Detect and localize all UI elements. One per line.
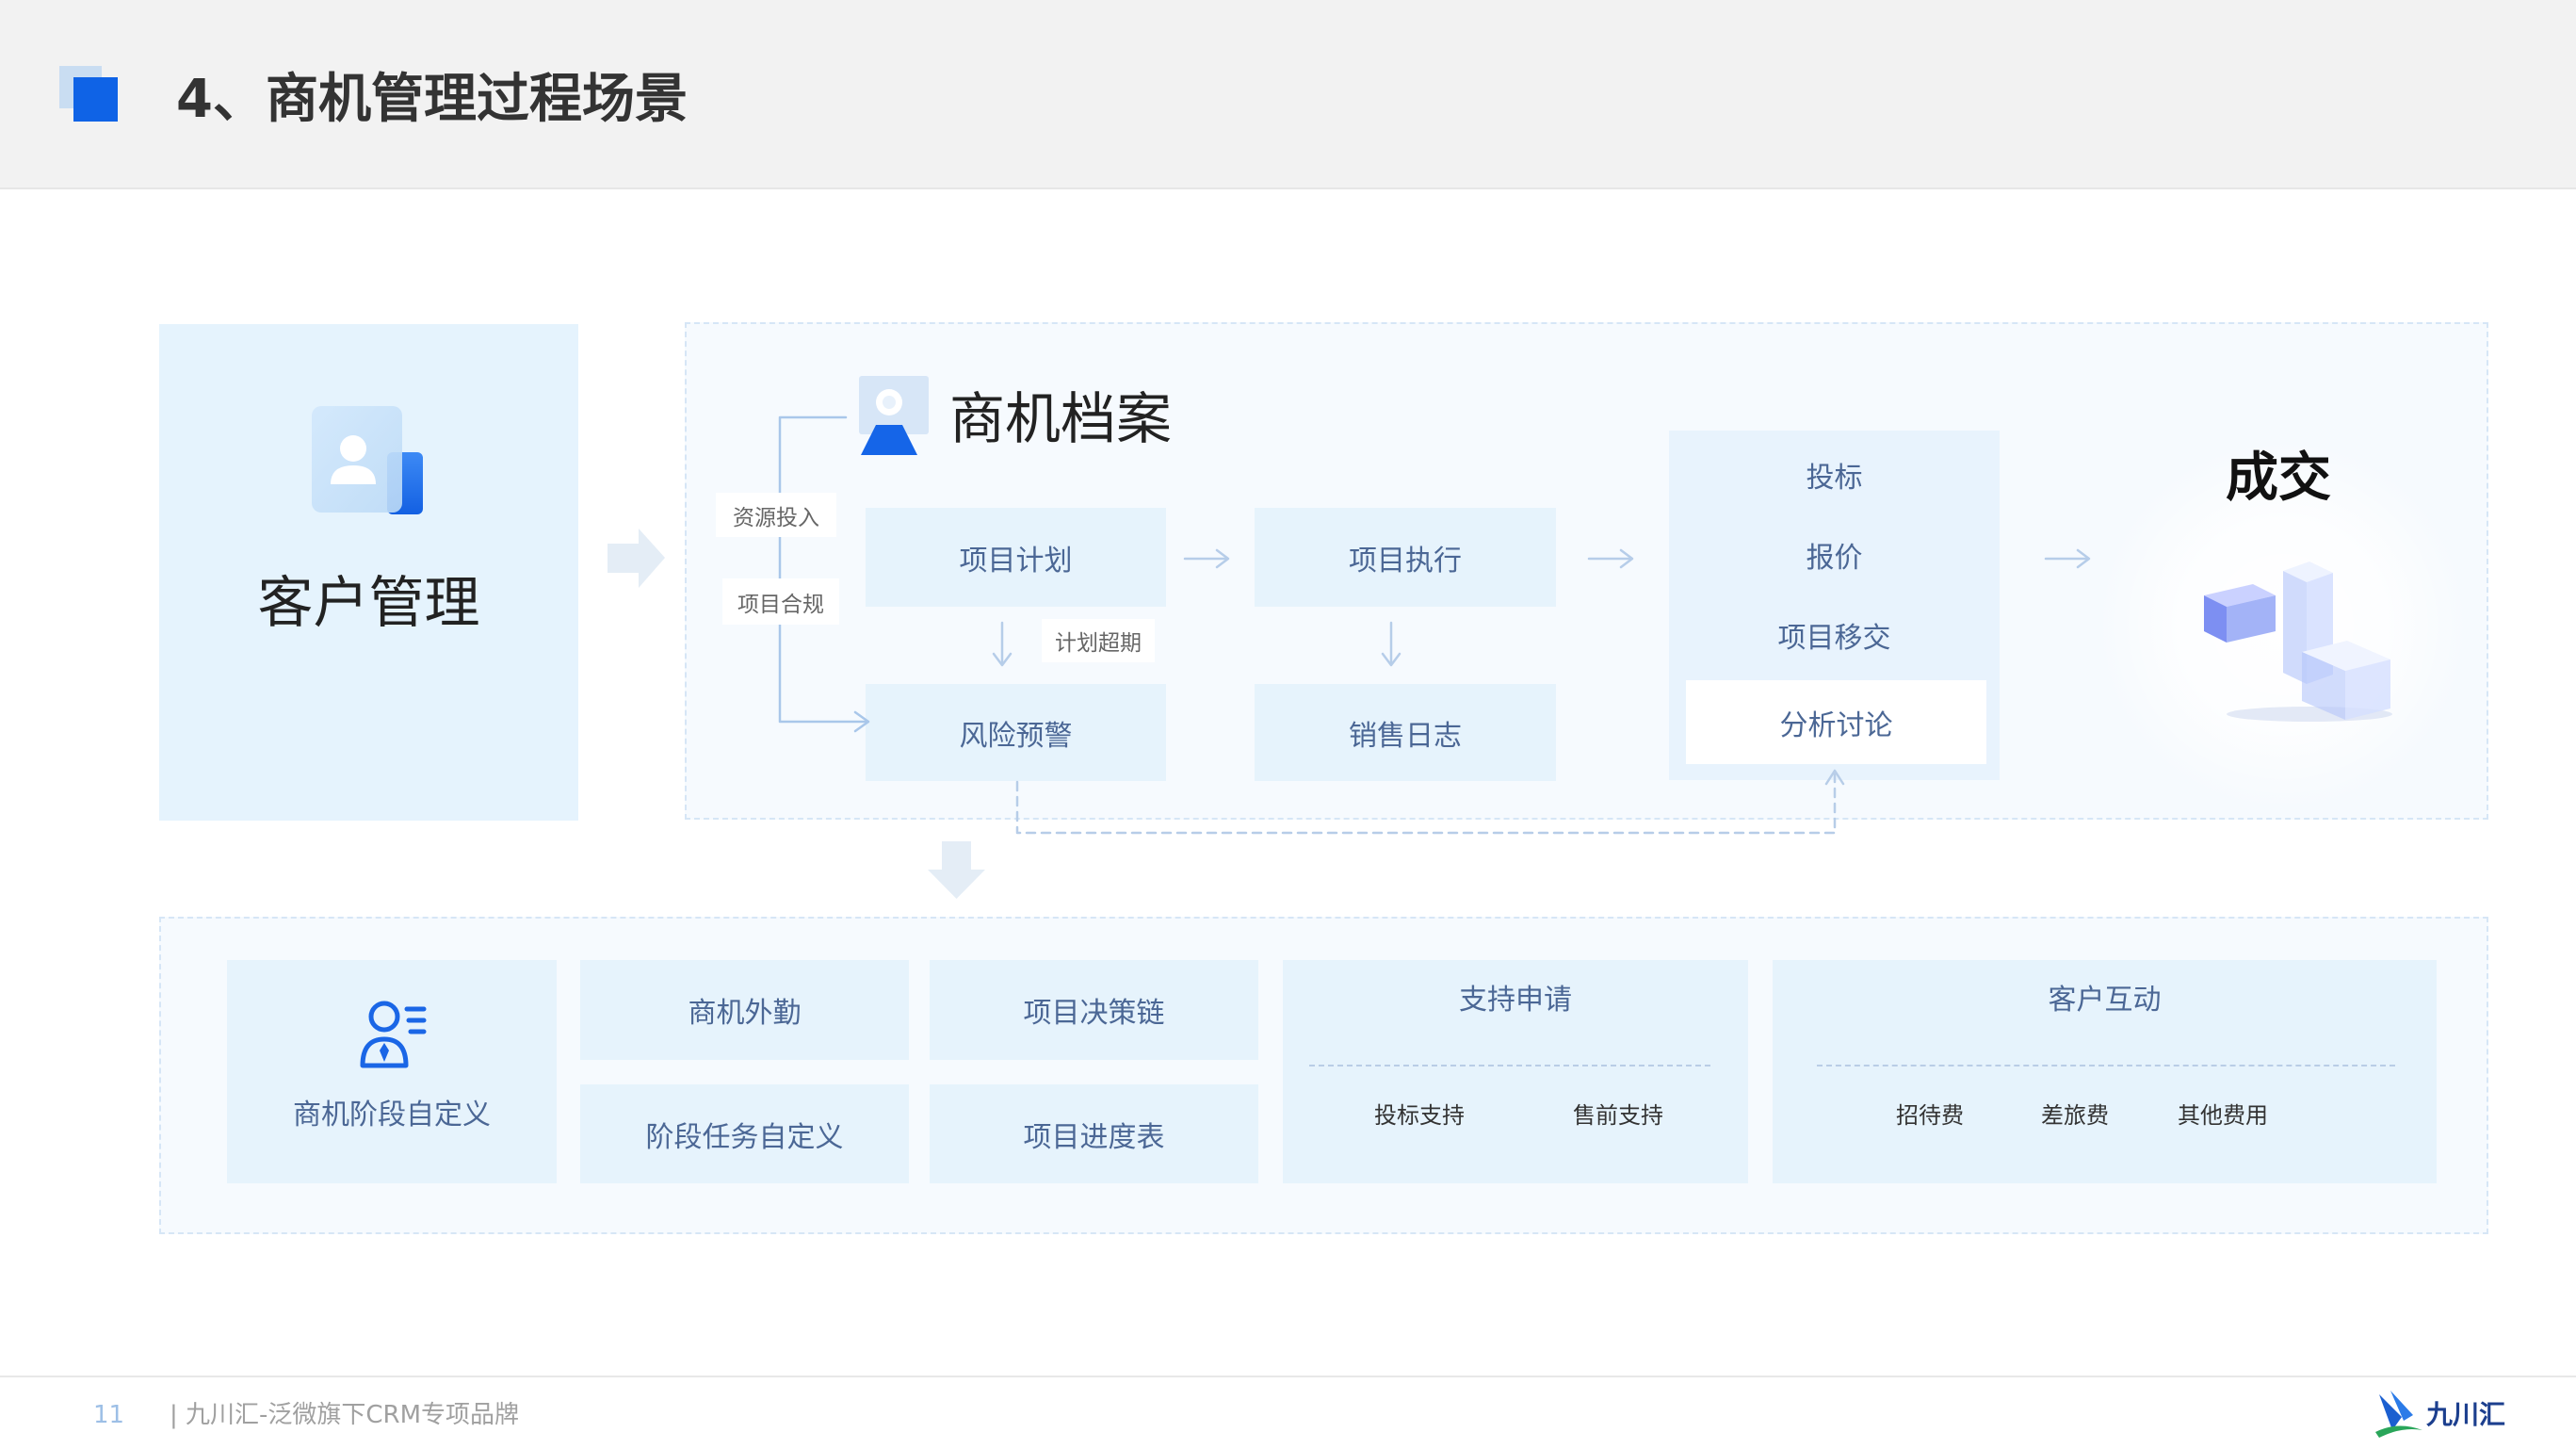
stage-custom-box: 商机阶段自定义: [227, 960, 557, 1183]
customer-card-icon: [312, 406, 423, 514]
support-request-title: 支持申请: [1459, 984, 1572, 1017]
flow-block-arrow-down-icon: [928, 841, 985, 899]
slide-title: 4、商机管理过程场景: [176, 69, 688, 130]
logo-text: 九川汇: [2426, 1399, 2506, 1430]
deal-label: 成交: [2226, 448, 2331, 509]
title-marker-icon: [59, 66, 120, 122]
interaction-item-hospitality: 招待费: [1896, 1102, 1964, 1129]
project-execute-box: 项目执行: [1255, 508, 1556, 607]
customer-panel: 客户管理: [159, 324, 578, 821]
decision-chain-box: 项目决策链: [930, 960, 1258, 1060]
task-custom-box: 阶段任务自定义: [580, 1084, 909, 1183]
footer-brand-text: | 九川汇-泛微旗下CRM专项品牌: [170, 1401, 520, 1429]
overdue-label: 计划超期: [1042, 619, 1155, 662]
slide-header: [0, 0, 2576, 189]
progress-table-box: 项目进度表: [930, 1084, 1258, 1183]
stage-custom-label: 商机阶段自定义: [293, 1099, 491, 1132]
input-label-compliance: 项目合规: [722, 578, 839, 625]
interaction-divider: [1817, 1065, 2395, 1066]
input-label-resources: 资源投入: [716, 493, 836, 537]
stage-handover: 项目移交: [1777, 622, 1891, 655]
page-number: 11: [93, 1401, 125, 1429]
customer-label: 客户管理: [257, 570, 480, 635]
opportunity-title: 商机档案: [949, 386, 1173, 451]
flow-block-arrow-right-icon: [608, 529, 665, 588]
risk-warning-box: 风险预警: [866, 684, 1166, 781]
project-plan-box: 项目计划: [866, 508, 1166, 607]
support-request-box: 支持申请 投标支持 售前支持: [1283, 960, 1748, 1183]
sales-log-box: 销售日志: [1255, 684, 1556, 781]
interaction-item-travel: 差旅费: [2041, 1102, 2109, 1129]
support-divider: [1309, 1065, 1710, 1066]
interaction-item-other: 其他费用: [2178, 1102, 2268, 1129]
stage-user-icon: [360, 1001, 427, 1068]
support-item-presales: 售前支持: [1573, 1102, 1663, 1129]
customer-interaction-box: 客户互动 招待费 差旅费 其他费用: [1773, 960, 2437, 1183]
jiuchuanhui-logo-icon: [2375, 1391, 2422, 1438]
opportunity-profile-icon: [859, 376, 929, 455]
customer-interaction-title: 客户互动: [2048, 984, 2162, 1017]
footer-divider: [0, 1376, 2576, 1377]
field-visit-box: 商机外勤: [580, 960, 909, 1060]
stage-bid: 投标: [1806, 462, 1863, 495]
deal-blocks-icon: [2204, 562, 2392, 722]
support-item-bid: 投标支持: [1374, 1102, 1465, 1129]
stage-quote: 报价: [1806, 542, 1863, 575]
stage-analysis: 分析讨论: [1686, 680, 1986, 764]
